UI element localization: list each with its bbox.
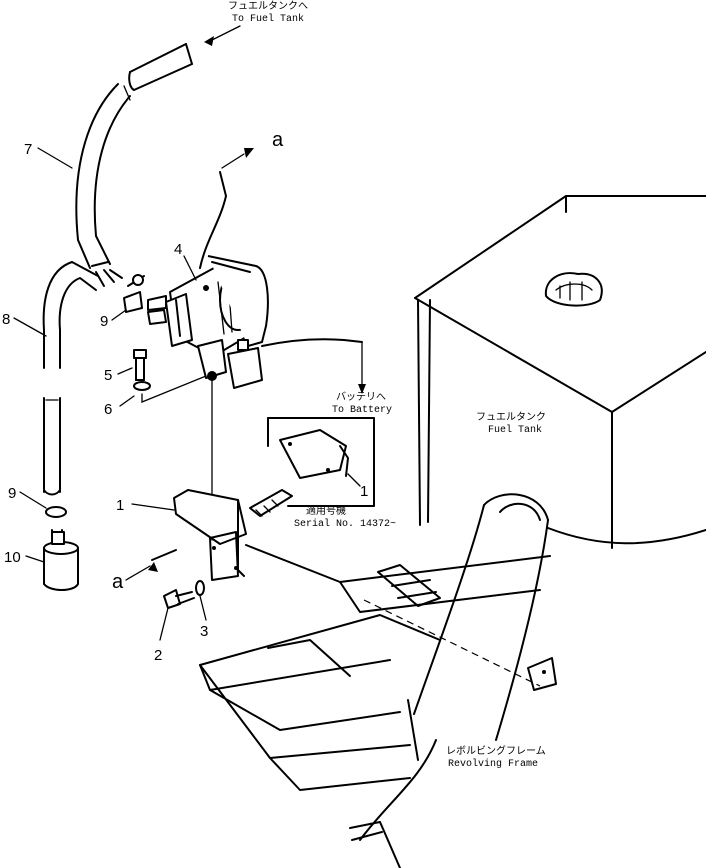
battery-wire [261,338,366,394]
fuel-tank-top-en-label: To Fuel Tank [232,13,304,25]
callout-9-upper: 9 [100,313,108,330]
callout-9-lower: 9 [8,485,16,502]
serial-jp-label: 適用号機 [306,504,346,518]
callout-2: 2 [154,647,162,664]
callout-4: 4 [174,241,182,258]
fuel-tank [414,195,706,549]
callout-7: 7 [24,141,32,158]
frame-jp-label: レボルビングフレーム [446,744,546,758]
fuel-tank-jp-label: フュエルタンク [476,411,546,424]
filter-10 [43,506,79,591]
fuel-pump-4 [123,255,269,389]
fuel-tank-en-label: Fuel Tank [488,424,542,436]
inset-detail [267,417,375,507]
callout-10: 10 [4,549,21,566]
bolt-5 [133,349,147,381]
callout-a-left: a [112,571,124,593]
bracket-1 [173,379,293,581]
callout-6: 6 [104,401,112,418]
callout-3: 3 [200,623,208,640]
leader-lines [13,25,241,581]
callout-1: 1 [116,497,124,514]
hose-7 [75,43,193,287]
washer-6 [133,375,207,403]
washer-3 [195,580,207,621]
bolt-2 [159,589,195,641]
callout-1-inset: 1 [360,483,368,500]
battery-jp-label: バッテリへ [336,391,386,404]
callout-8: 8 [2,311,10,328]
callout-5: 5 [104,367,112,384]
hose-8 [42,261,99,496]
serial-en-label: Serial No. 14372~ [294,518,396,530]
frame-en-label: Revolving Frame [448,758,538,770]
revolving-frame [199,493,557,868]
harness-to-a [199,148,254,269]
callout-a-top: a [272,129,284,151]
fuel-tank-top-jp-label: フュエルタンクへ [228,0,308,13]
battery-en-label: To Battery [332,405,392,416]
